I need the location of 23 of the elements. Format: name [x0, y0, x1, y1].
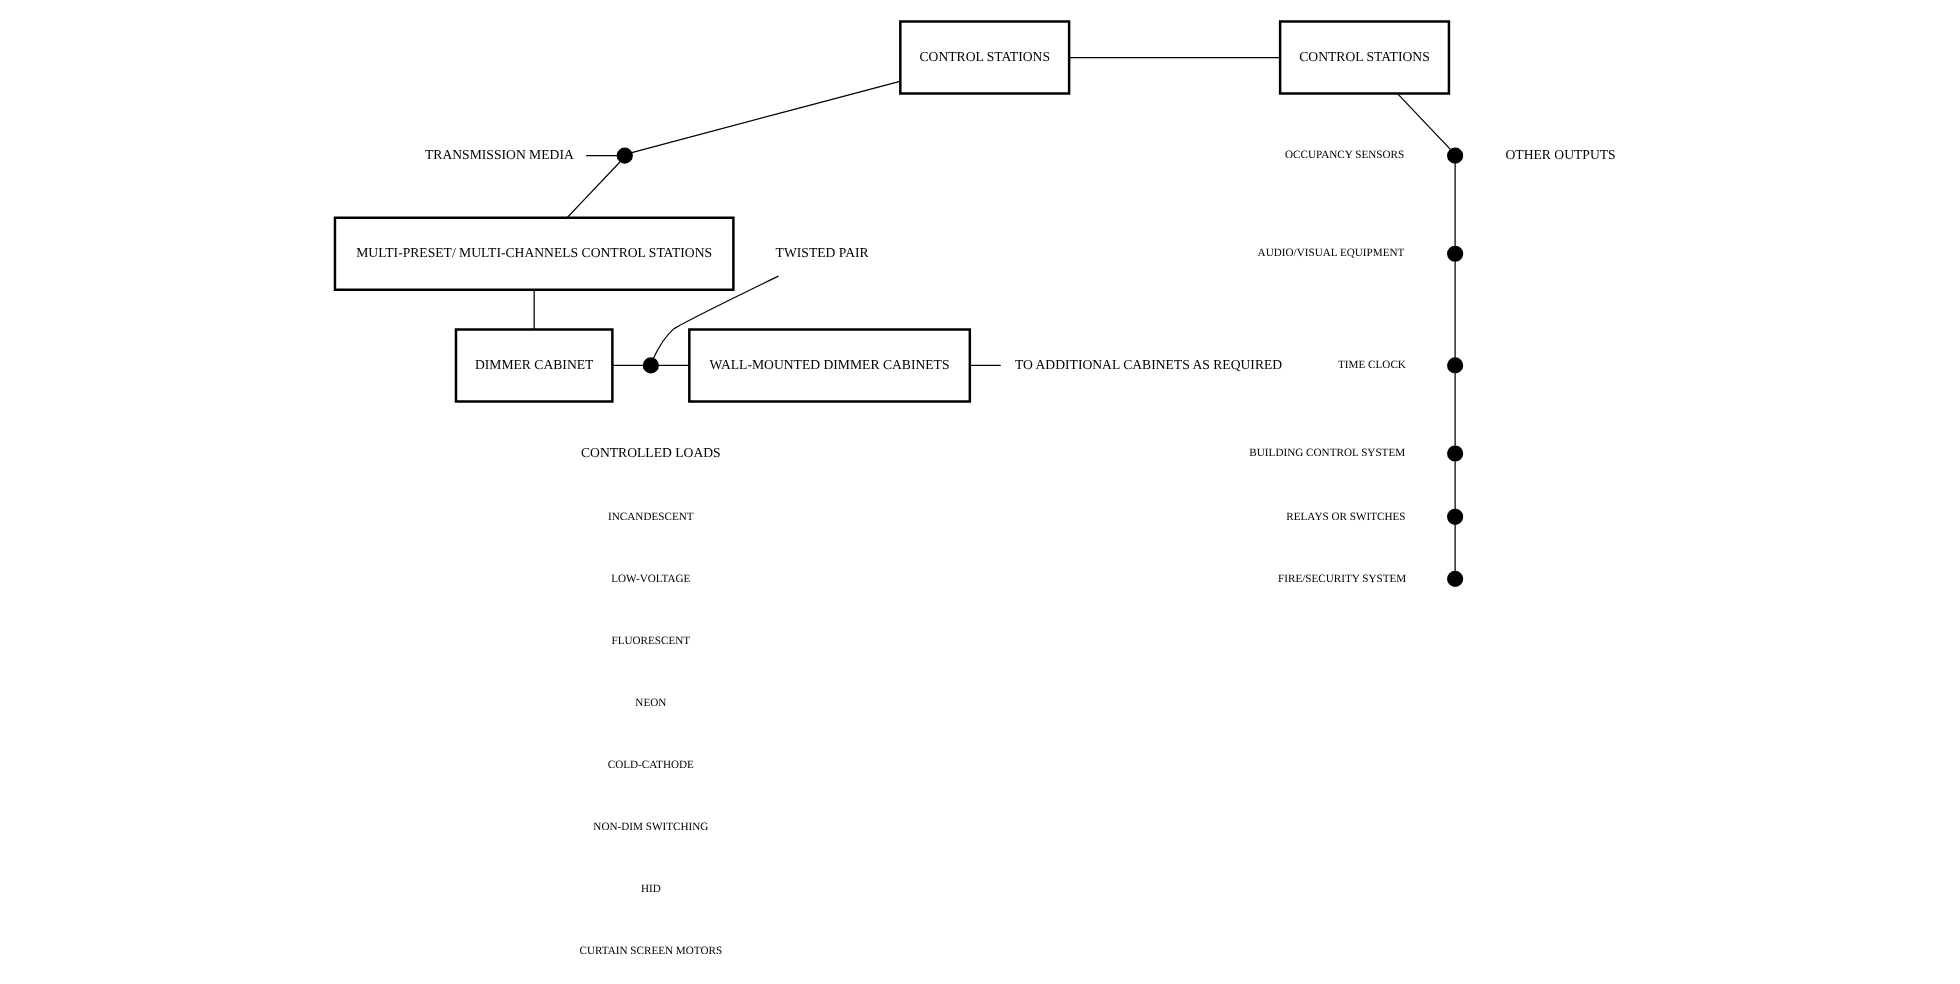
connector	[584, 155, 617, 157]
node-circle	[1446, 508, 1463, 525]
connector	[1067, 56, 1280, 59]
connector	[656, 364, 689, 366]
connector	[1453, 523, 1455, 572]
node-circle	[1446, 357, 1463, 374]
connector	[1453, 162, 1455, 247]
connector	[532, 289, 534, 330]
connector	[1453, 372, 1455, 447]
node-circle	[1446, 445, 1463, 462]
connector	[1453, 260, 1455, 359]
node-circle	[1446, 147, 1463, 164]
connector	[565, 161, 620, 219]
node-circle	[1446, 245, 1463, 262]
node-circle	[615, 147, 632, 164]
connector	[968, 364, 1001, 366]
connector	[610, 364, 643, 366]
connector	[651, 275, 778, 359]
connector	[1453, 460, 1455, 510]
node-circle	[1446, 570, 1463, 587]
connector	[1396, 93, 1451, 151]
node-circle	[641, 357, 658, 374]
connector	[630, 80, 900, 154]
